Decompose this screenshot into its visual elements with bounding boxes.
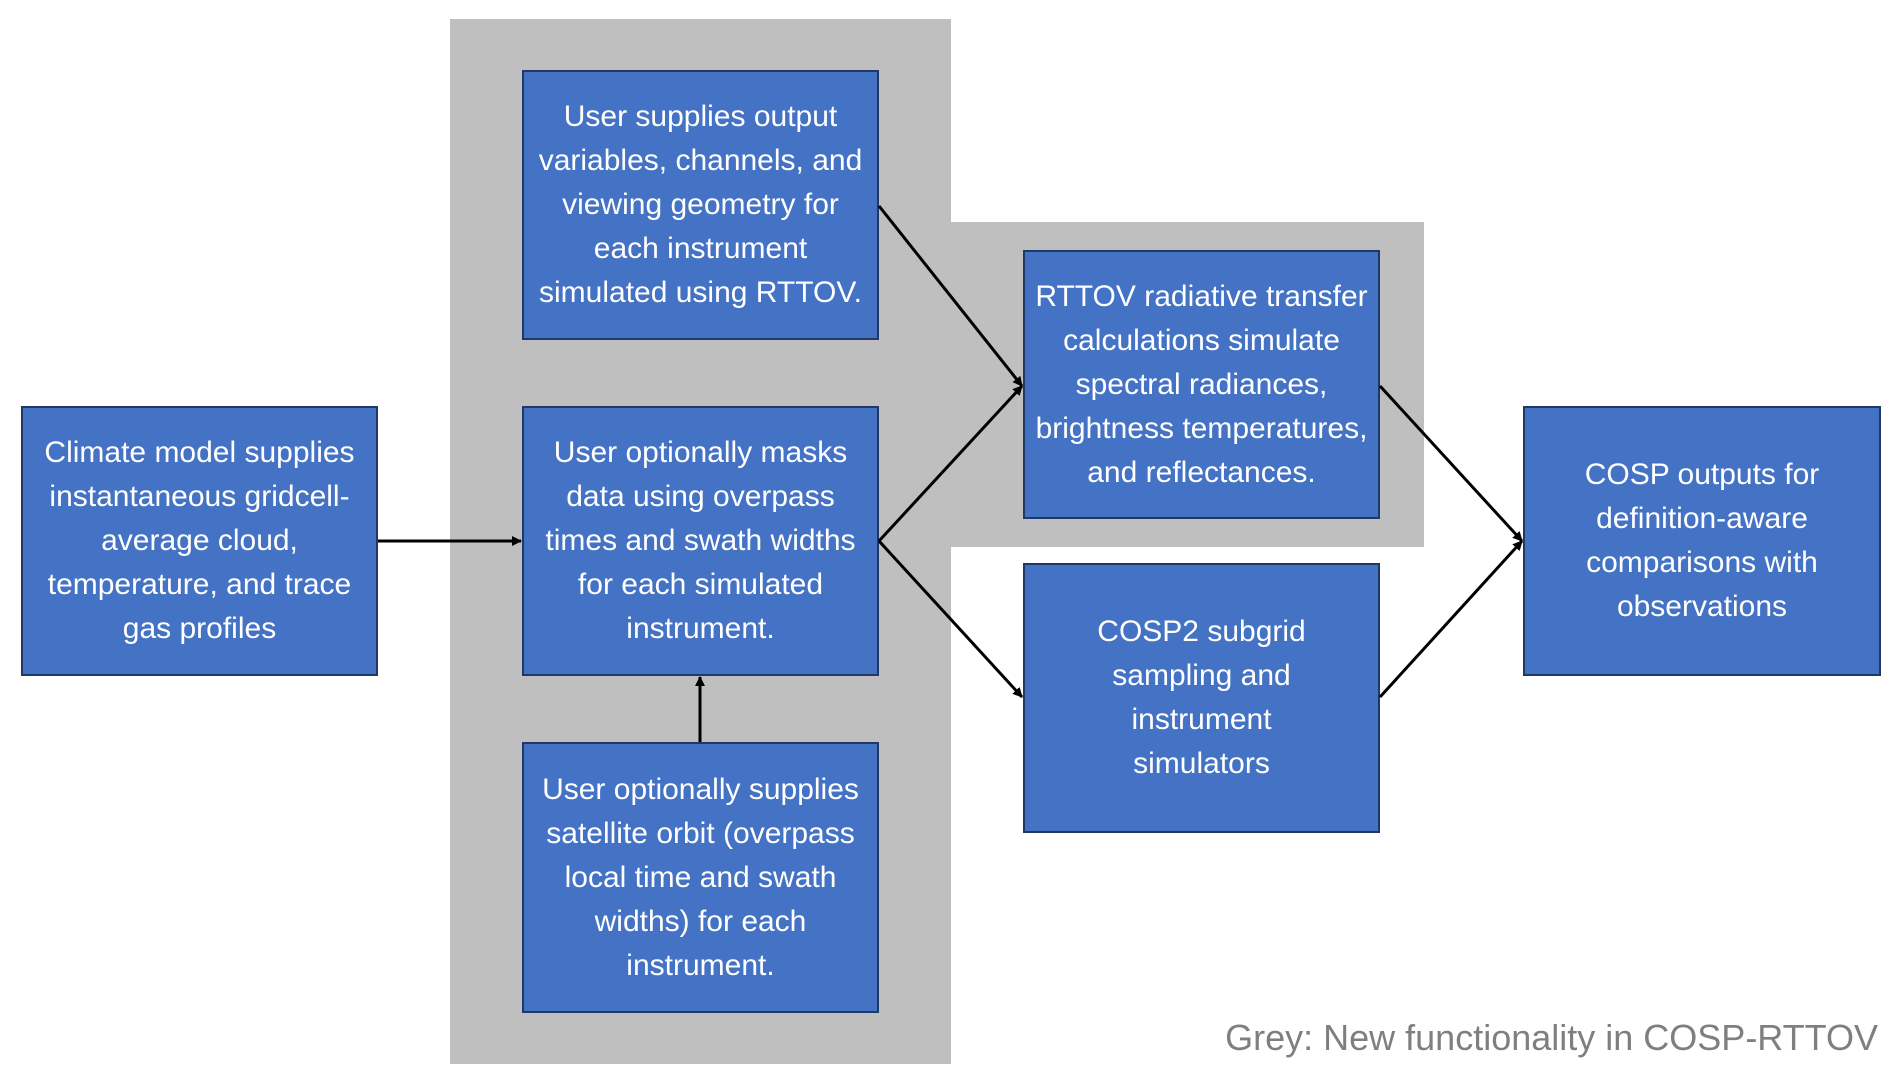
cosp-outputs-text: COSP outputs for definition-aware compar… (1584, 458, 1820, 623)
cosp-outputs-box: COSP outputs for definition-aware compar… (1523, 406, 1881, 676)
rttov-box: RTTOV radiative transfer calculations si… (1023, 250, 1380, 519)
arrow-rttov-to-outputs (1378, 384, 1524, 543)
rttov-text: RTTOV radiative transfer calculations si… (1035, 279, 1368, 489)
arrow-masks-to-rttov (877, 384, 1024, 543)
arrow-outputs-to-rttov (877, 205, 1024, 387)
user-outputs-box: User supplies output variables, channels… (522, 70, 879, 340)
climate-model-box: Climate model supplies instantaneous gri… (21, 406, 378, 676)
cosp2-text: COSP2 subgrid sampling and instrument si… (1097, 615, 1306, 780)
user-masks-text: User optionally masks data using overpas… (545, 436, 856, 645)
legend-text: Grey: New functionality in COSP-RTTOV (1225, 1017, 1878, 1058)
climate-model-text: Climate model supplies instantaneous gri… (44, 436, 355, 645)
arrow-cosp2-to-outputs (1378, 539, 1524, 699)
user-outputs-text: User supplies output variables, channels… (538, 100, 863, 309)
user-orbit-text: User optionally supplies satellite orbit… (542, 772, 859, 982)
user-orbit-box: User optionally supplies satellite orbit… (522, 742, 879, 1013)
arrow-masks-to-cosp2 (877, 539, 1024, 699)
cosp2-box: COSP2 subgrid sampling and instrument si… (1023, 563, 1380, 833)
user-masks-box: User optionally masks data using overpas… (522, 406, 879, 676)
